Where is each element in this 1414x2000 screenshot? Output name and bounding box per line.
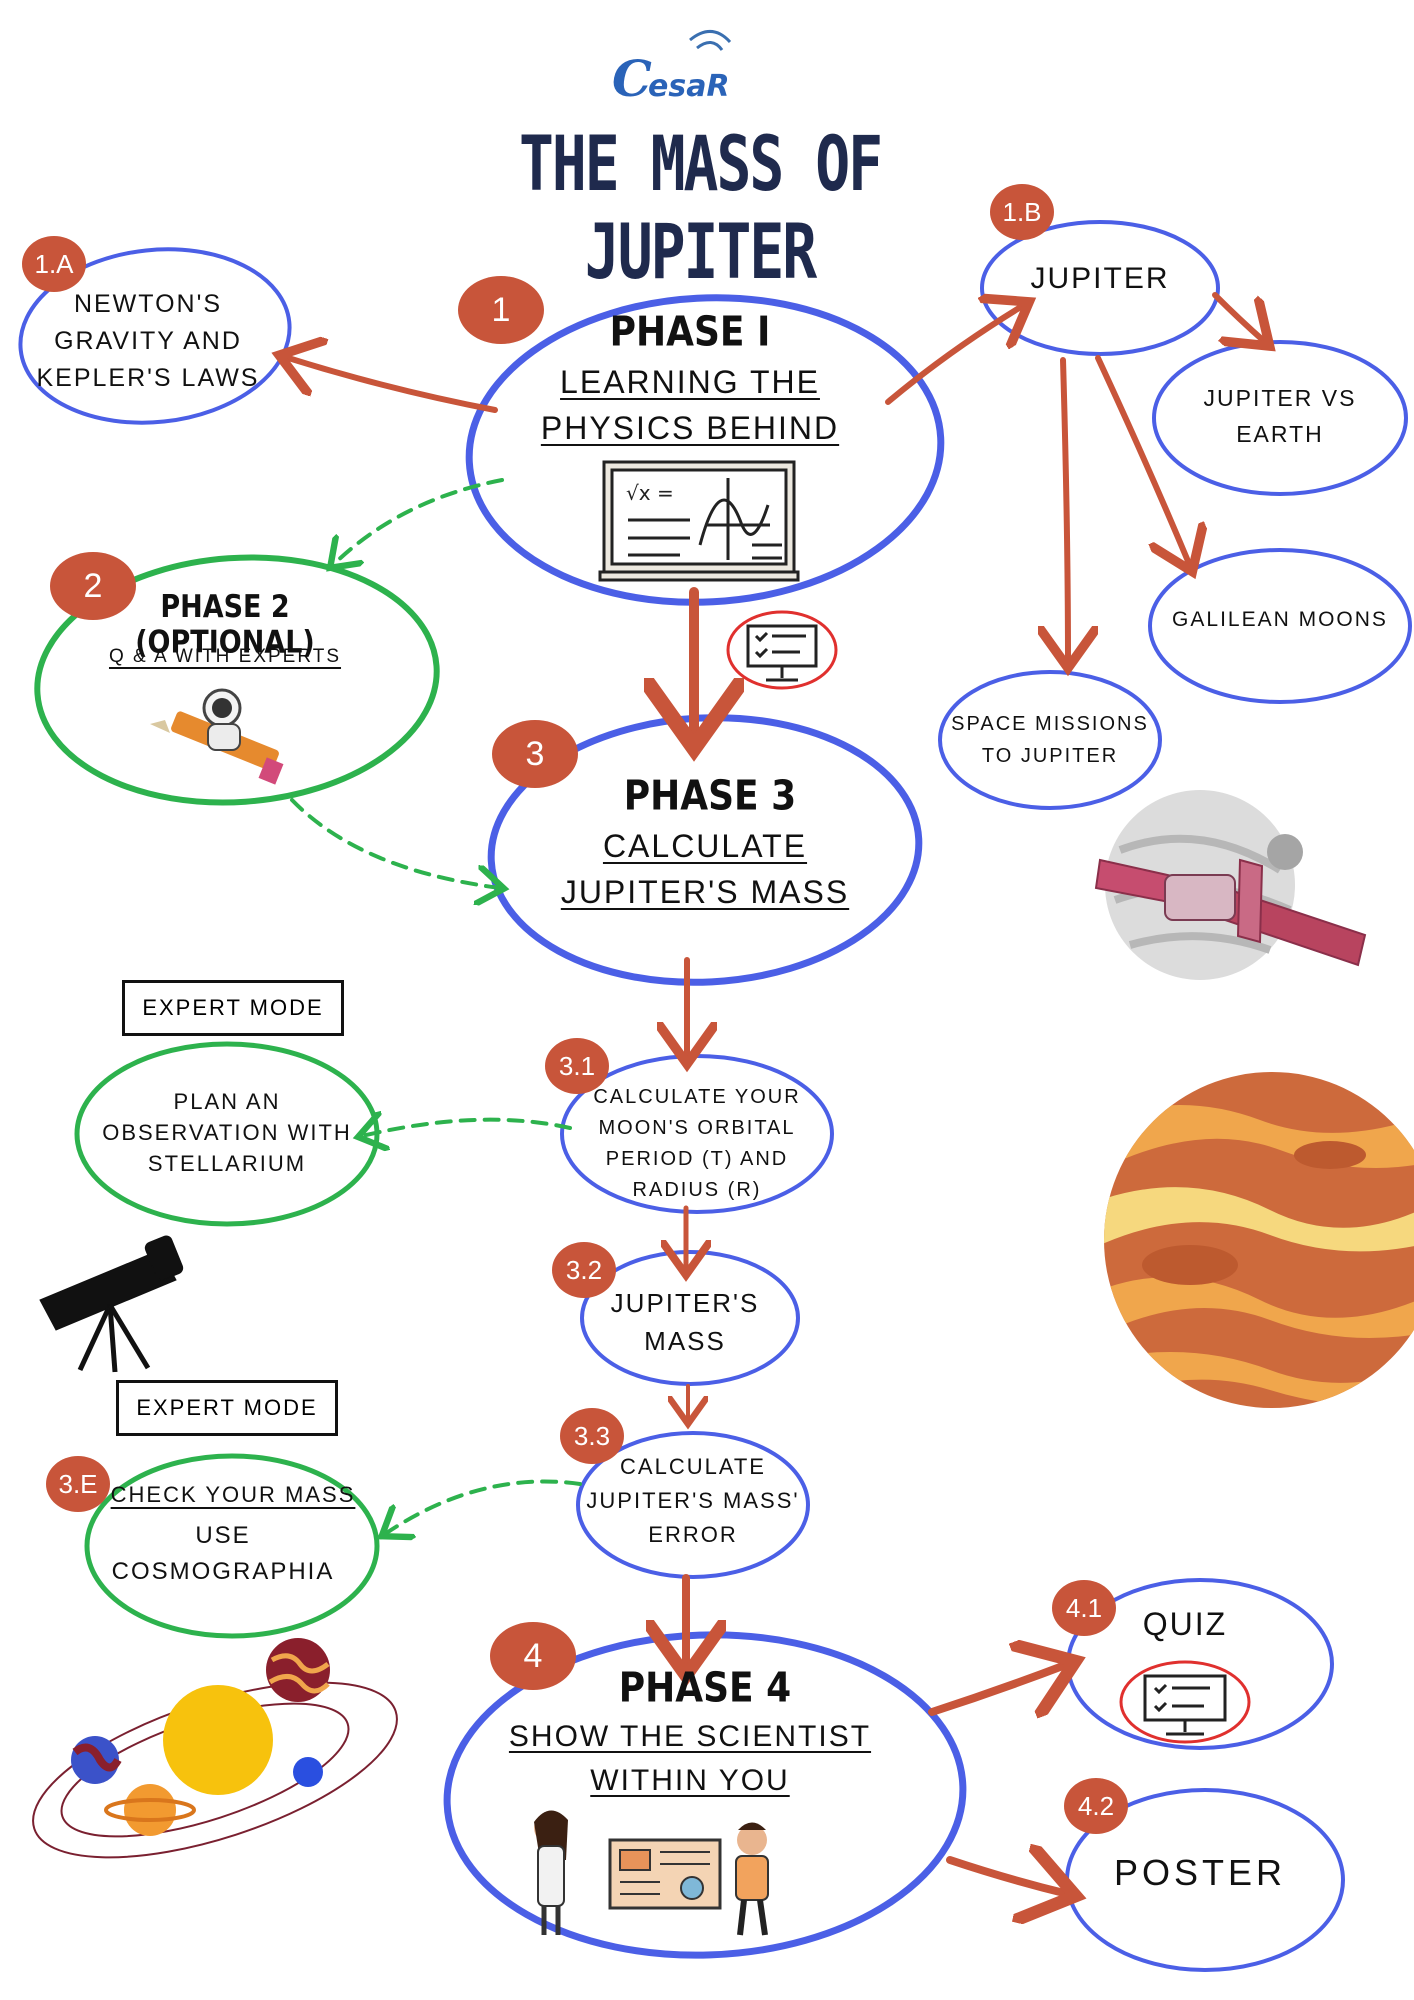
- node-1a-badge: 1.A: [22, 236, 86, 292]
- node-31-badge: 3.1: [545, 1038, 609, 1094]
- phase4-heading: PHASE 4: [618, 1664, 792, 1713]
- phase3-line2: JUPITER'S MASS: [560, 874, 850, 910]
- node-3e-line2: USE COSMOGRAPHIA: [111, 1522, 335, 1585]
- phase3-line1: CALCULATE: [602, 828, 808, 864]
- stellarium-text: PLAN AN OBSERVATION WITH STELLARIUM: [102, 1089, 352, 1176]
- phase4-badge: 4: [490, 1622, 576, 1690]
- node-32-text: JUPITER'S MASS: [610, 1288, 760, 1356]
- node-3e-ellipse: [84, 1453, 380, 1639]
- phase3-heading: PHASE 3: [623, 772, 797, 821]
- expert-mode-box-2: EXPERT MODE: [116, 1380, 338, 1436]
- node-31-text: CALCULATE YOUR MOON'S ORBITAL PERIOD (T)…: [593, 1086, 801, 1201]
- node-41-badge: 4.1: [1052, 1580, 1116, 1636]
- svg-text:esaR: esaR: [648, 69, 730, 104]
- svg-text:√x =: √x =: [626, 481, 674, 505]
- astronaut-pencil-icon: [150, 688, 284, 785]
- scientists-poster-illustration: [534, 1810, 769, 1936]
- jupiter-vs-earth-text: JUPITER VS EARTH: [1203, 385, 1357, 447]
- telescope-illustration: [39, 1235, 184, 1373]
- node-1b-badge: 1.B: [990, 184, 1054, 240]
- node-1b-text: JUPITER: [1030, 262, 1170, 295]
- node-1b-ellipse: [980, 220, 1220, 356]
- page-title: THE MASS OF JUPITER: [518, 119, 883, 297]
- node-33-text: CALCULATE JUPITER'S MASS' ERROR: [586, 1454, 800, 1547]
- phase1-line2: PHYSICS BEHIND: [540, 410, 840, 446]
- node-41-text: QUIZ: [1142, 1606, 1228, 1642]
- phase1-ellipse: [465, 294, 945, 606]
- space-missions-text: SPACE MISSIONS TO JUPITER: [951, 713, 1149, 767]
- phase2-sub: Q & A WITH EXPERTS: [108, 646, 342, 667]
- galilean-moons-text: GALILEAN MOONS: [1172, 608, 1388, 631]
- phase2-heading: PHASE 2 (OPTIONAL): [135, 589, 315, 661]
- phase2-badge: 2: [50, 552, 136, 620]
- node-42-text: POSTER: [1113, 1852, 1287, 1893]
- flow-arrows: [285, 292, 1265, 1894]
- cesar-logo: C esaR: [612, 30, 732, 108]
- optional-arrows: [290, 478, 582, 1534]
- phase1-heading: PHASE I: [609, 308, 771, 357]
- node-3e-line1: CHECK YOUR MASS: [110, 1482, 356, 1507]
- galilean-moons-ellipse: [1148, 548, 1412, 704]
- juno-spacecraft-illustration: [1094, 790, 1367, 980]
- expert-mode-box-1: EXPERT MODE: [122, 980, 344, 1036]
- jupiter-vs-earth-ellipse: [1152, 340, 1408, 496]
- node-32-badge: 3.2: [552, 1242, 616, 1298]
- solar-system-illustration: [32, 1638, 398, 1859]
- phase4-line1: SHOW THE SCIENTIST: [508, 1720, 872, 1753]
- quiz-computer-icon: [1119, 1660, 1251, 1744]
- jupiter-planet-illustration: [1104, 1072, 1414, 1408]
- node-1a-ellipse: [18, 247, 292, 425]
- phase1-badge: 1: [458, 276, 544, 344]
- computer-checklist-icon: [726, 610, 838, 690]
- node-42-badge: 4.2: [1064, 1778, 1128, 1834]
- svg-text:C: C: [612, 49, 652, 108]
- node-33-ellipse: [576, 1431, 810, 1579]
- phase1-line1: LEARNING THE: [560, 364, 820, 400]
- node-33-badge: 3.3: [560, 1408, 624, 1464]
- node-3e-badge: 3.E: [46, 1456, 110, 1512]
- chalkboard-icon: √x =: [598, 460, 800, 582]
- phase4-line2: WITHIN YOU: [590, 1764, 790, 1797]
- phase3-badge: 3: [492, 720, 578, 788]
- node-1a-text: NEWTON'S GRAVITY AND KEPLER'S LAWS: [36, 290, 260, 392]
- phase2-ellipse: [34, 554, 440, 806]
